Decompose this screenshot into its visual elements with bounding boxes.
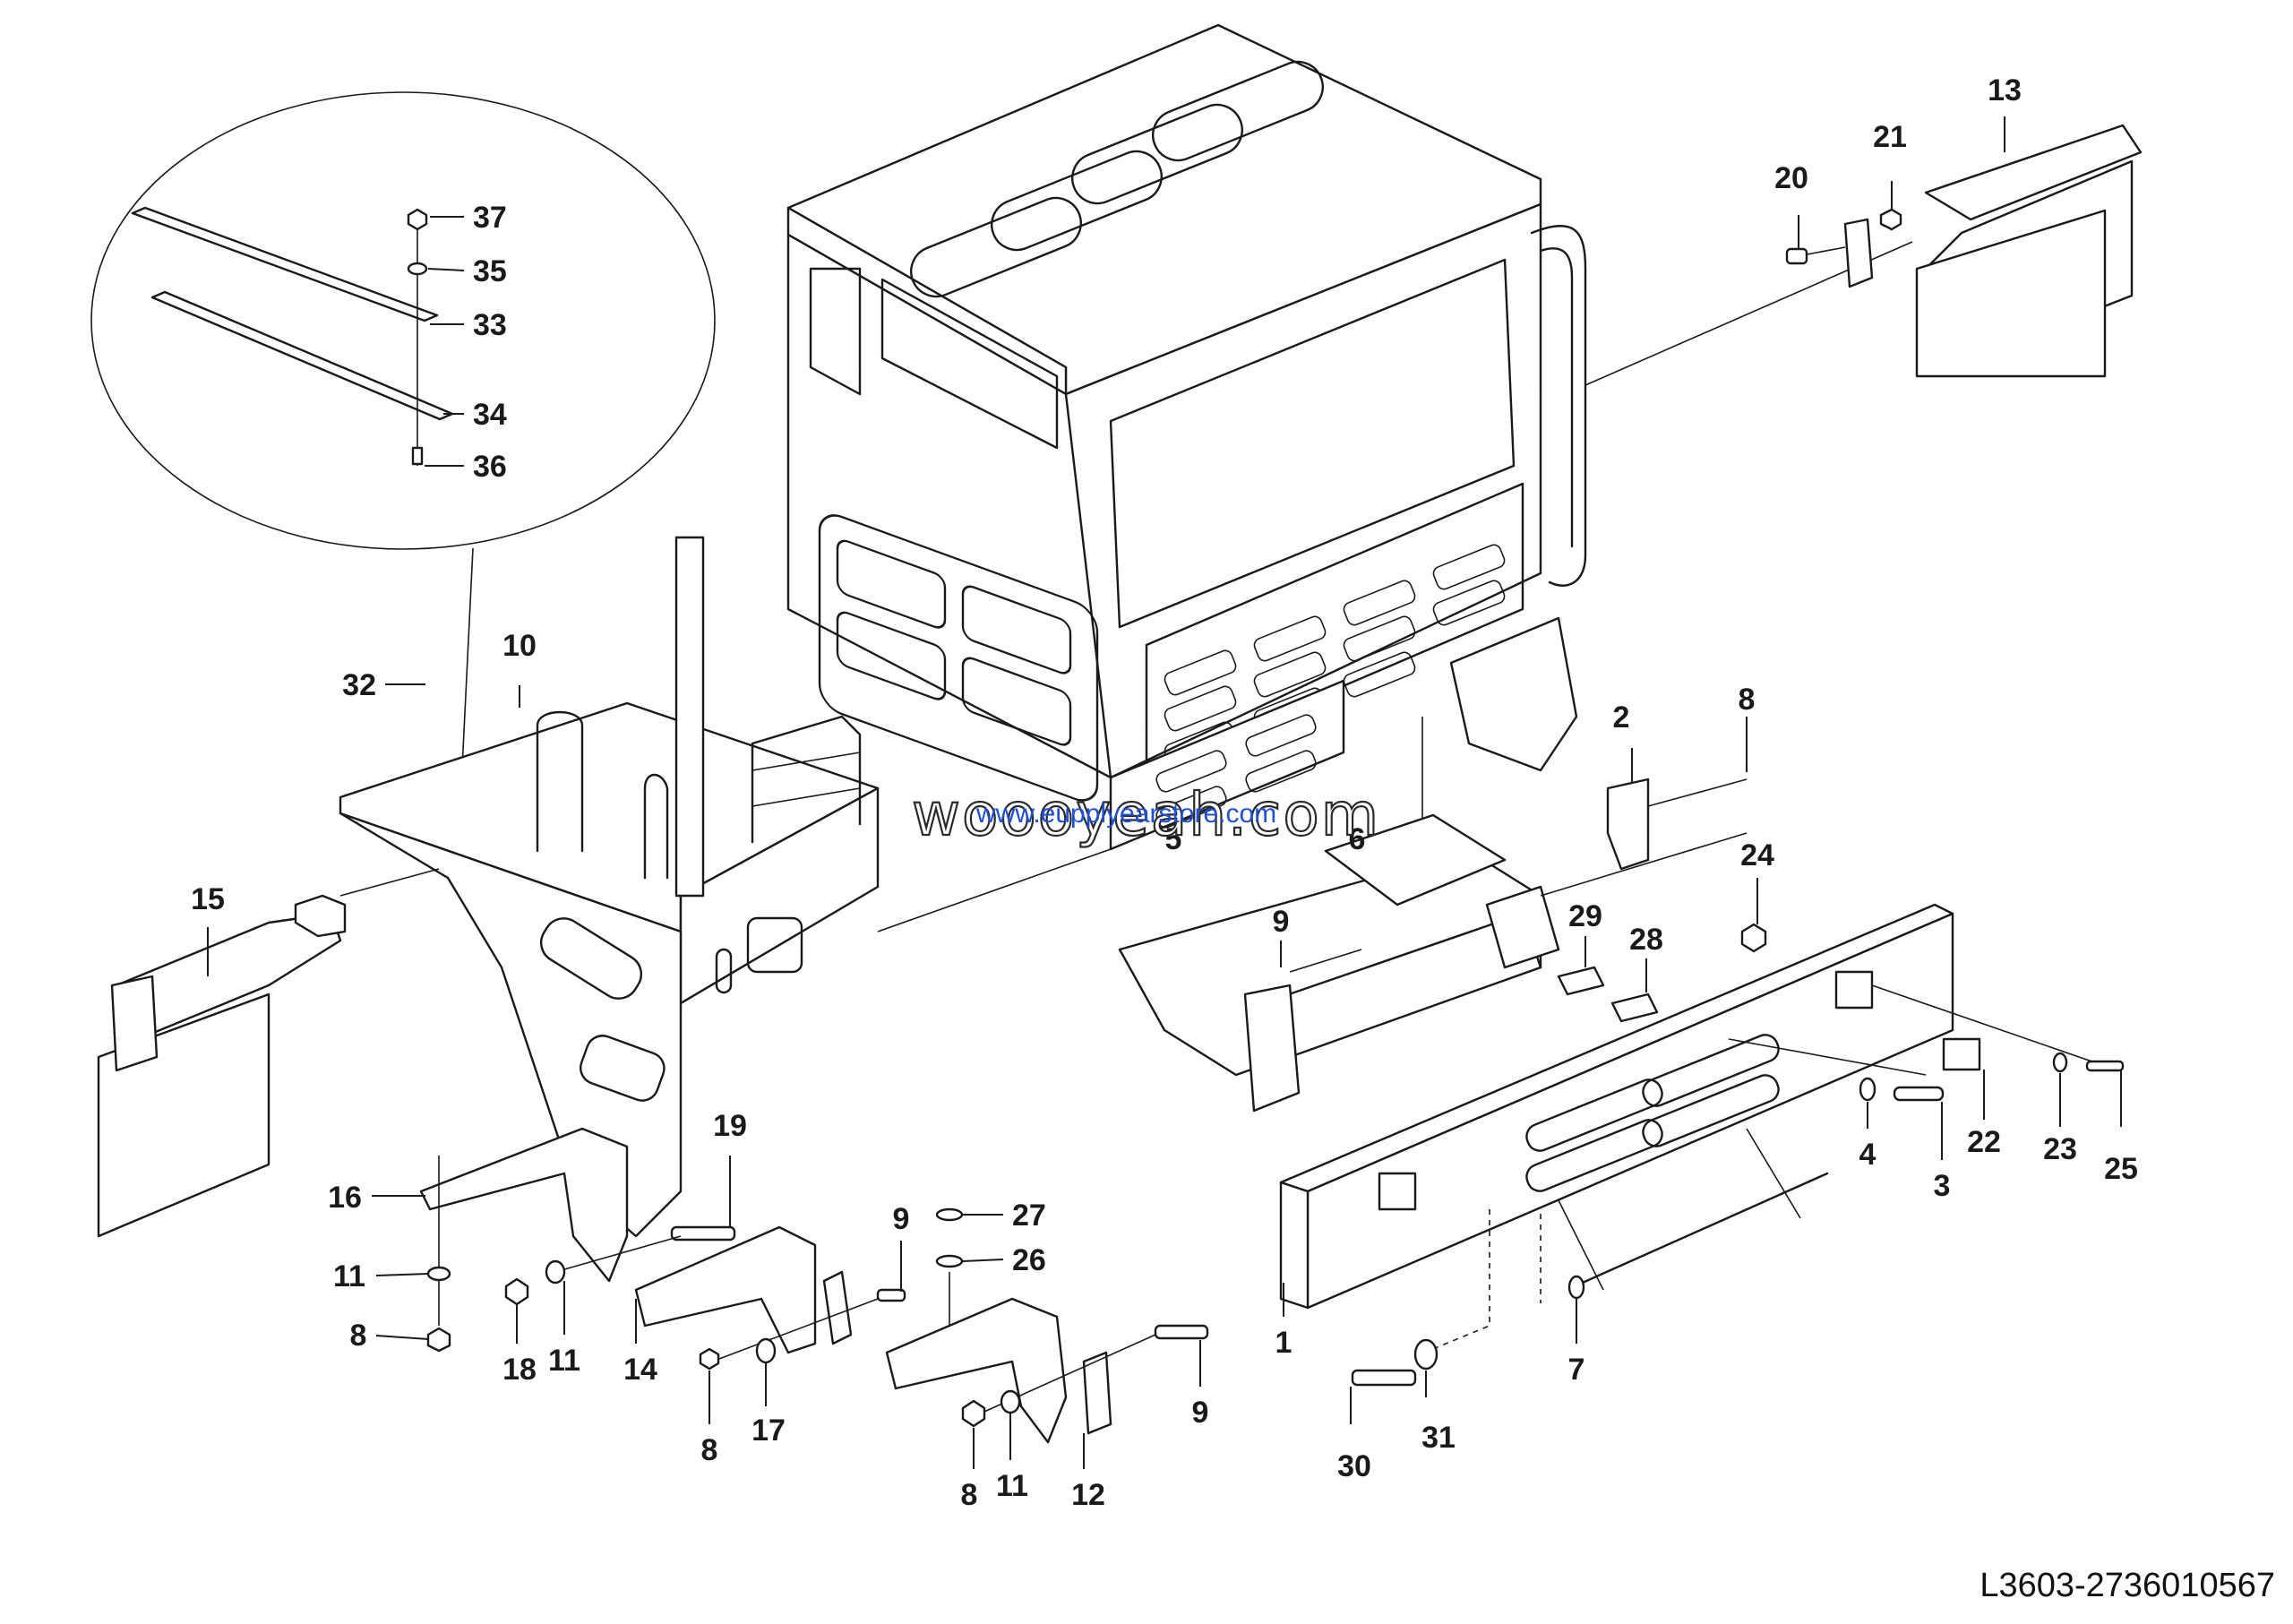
watermark-overlay: www.eupplyearstore.com (975, 799, 1276, 829)
callout-32: 32 (342, 668, 376, 702)
callout-31: 31 (1421, 1421, 1456, 1455)
callout-33: 33 (473, 308, 507, 342)
callout-6: 6 (1349, 822, 1366, 856)
callout-8-bracket-12: 8 (961, 1478, 978, 1512)
detail-inset (90, 91, 716, 879)
cab-body (786, 23, 1913, 887)
callout-27: 27 (1012, 1199, 1046, 1233)
callout-22: 22 (1967, 1125, 2001, 1159)
callout-8-bracket-14: 8 (701, 1433, 718, 1467)
callout-labels: 1 2 3 4 5 6 7 8 8 8 8 9 9 9 10 11 11 11 … (191, 73, 2138, 1512)
callout-11-bracket-16: 11 (333, 1259, 365, 1293)
callout-20: 20 (1774, 161, 1808, 195)
callout-12: 12 (1071, 1478, 1105, 1512)
callout-26: 26 (1012, 1243, 1046, 1277)
callout-9-bracket-12: 9 (1192, 1396, 1209, 1430)
callout-25: 25 (2104, 1152, 2138, 1186)
callout-9-bracket-14: 9 (893, 1202, 910, 1236)
callout-36: 36 (473, 450, 507, 484)
callout-24: 24 (1740, 838, 1774, 872)
callout-14: 14 (623, 1353, 657, 1387)
callout-21: 21 (1873, 120, 1907, 154)
callout-10: 10 (502, 629, 537, 663)
callout-28: 28 (1629, 923, 1663, 957)
callout-15: 15 (191, 882, 225, 916)
callout-19: 19 (713, 1109, 747, 1143)
callout-37: 37 (473, 201, 507, 235)
callout-30: 30 (1337, 1449, 1371, 1483)
callout-1: 1 (1275, 1326, 1292, 1360)
watermark-main: woooyeah.com (912, 780, 1380, 849)
bumper-1 (1279, 903, 2125, 1387)
frame-assembly (1118, 778, 1748, 1113)
callout-35: 35 (473, 254, 507, 288)
callout-4: 4 (1859, 1138, 1876, 1172)
callout-13: 13 (1988, 73, 2022, 107)
callout-9-frame: 9 (1273, 905, 1290, 939)
callout-3: 3 (1934, 1169, 1951, 1203)
callout-17: 17 (751, 1413, 786, 1448)
callout-2: 2 (1613, 700, 1630, 735)
mudguard-13 (1785, 124, 2143, 378)
callout-34: 34 (473, 398, 507, 432)
callout-29: 29 (1568, 899, 1602, 933)
drawing-reference-code: L3603-2736010567 (1980, 1567, 2275, 1604)
mudguard-15 (97, 894, 347, 1238)
callout-11-bracket-14: 11 (548, 1344, 580, 1378)
callout-11-bracket-12: 11 (996, 1469, 1028, 1503)
callout-18: 18 (502, 1353, 537, 1387)
callout-7: 7 (1568, 1353, 1585, 1387)
callout-16: 16 (328, 1181, 362, 1215)
callout-8-bracket-2: 8 (1739, 683, 1756, 717)
platform-10 (339, 536, 1112, 1238)
watermark: woooyeah.com www.eupplyearstore.com (911, 779, 1380, 850)
callout-8-bracket-16: 8 (350, 1319, 367, 1353)
callout-5: 5 (1165, 822, 1182, 856)
callout-leaders (207, 116, 2122, 1469)
callout-23: 23 (2043, 1132, 2077, 1166)
brackets-lower (419, 1127, 1209, 1444)
